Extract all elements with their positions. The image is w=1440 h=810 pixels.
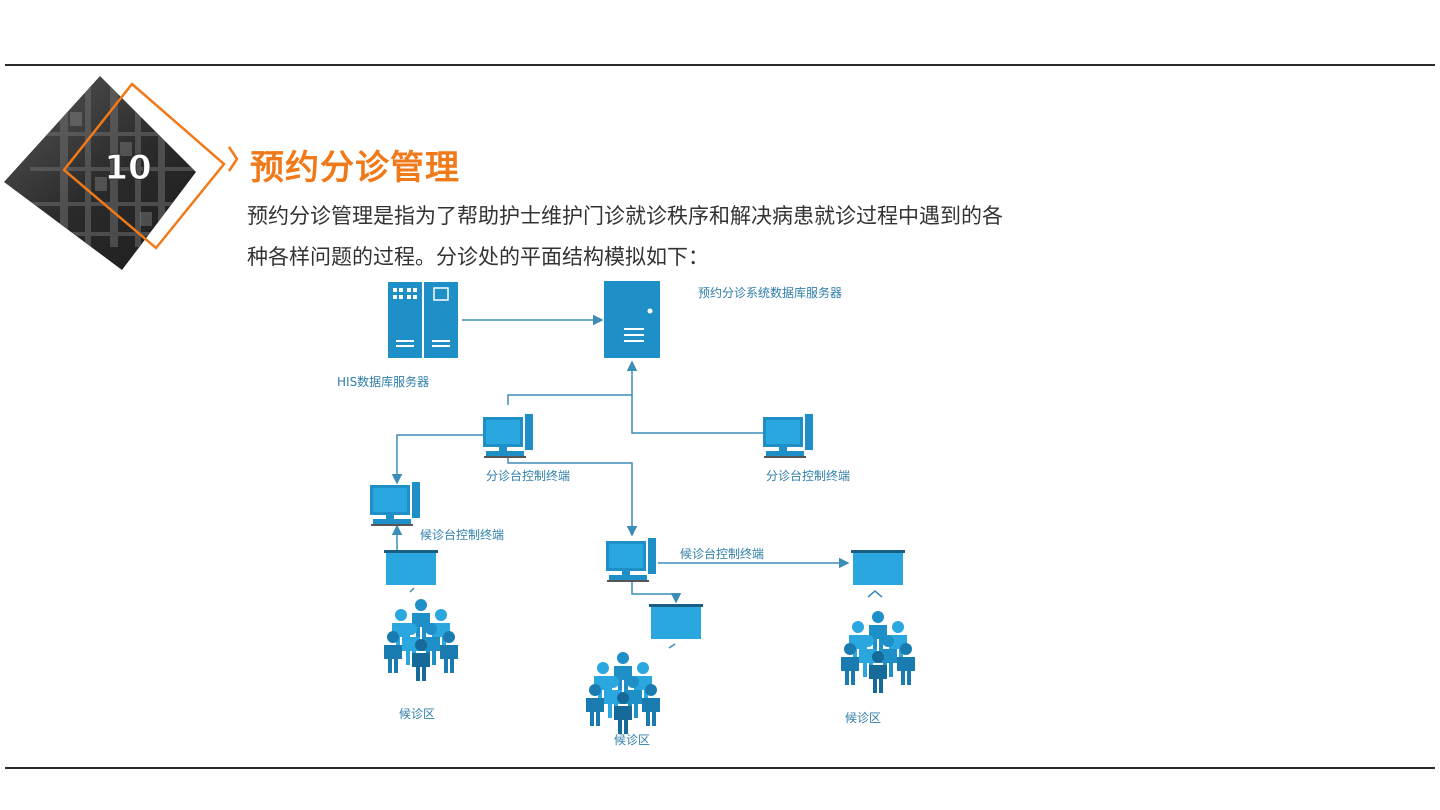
waiting-terminal-2-label: 候诊台控制终端 xyxy=(680,546,764,561)
connection-lines xyxy=(391,314,883,649)
appointment-db-server xyxy=(604,281,660,358)
waiting-terminal-2 xyxy=(606,538,656,582)
description-line-1: 预约分诊管理是指为了帮助护士维护门诊就诊秩序和解决病患就诊过程中遇到的各 xyxy=(247,204,1003,228)
waiting-terminal-1 xyxy=(370,482,420,526)
description-line-2: 种各样问题的过程。分诊处的平面结构模拟如下： xyxy=(247,245,709,269)
waiting-area-3-label: 候诊区 xyxy=(845,711,881,725)
section-number: 10 xyxy=(104,148,151,188)
top-divider xyxy=(5,64,1435,66)
backbone-line xyxy=(507,360,638,405)
his-db-server xyxy=(388,282,458,358)
triage-terminal-2-label: 分诊台控制终端 xyxy=(766,468,850,483)
page-title: 预约分诊管理 xyxy=(250,148,460,188)
screen3-tick xyxy=(867,590,883,598)
waiting2-to-screen2-line xyxy=(631,582,682,604)
triage-network-diagram: HIS数据库服务器 预约分诊系统数据库服务器 分诊台控制终端 分诊台控制终端 候… xyxy=(337,281,950,747)
waiting-crowd-2 xyxy=(586,652,660,734)
section-badge: 10 xyxy=(4,76,239,270)
waiting-area-1-label: 候诊区 xyxy=(399,707,435,721)
triage-terminal-1-label: 分诊台控制终端 xyxy=(486,468,570,483)
display-screen-3 xyxy=(851,550,905,585)
triage1-to-waiting2-line xyxy=(507,458,638,537)
triage-terminal-2 xyxy=(763,414,813,458)
waiting-terminal-1-label: 候诊台控制终端 xyxy=(420,527,504,542)
badge-orange-outline xyxy=(62,82,226,250)
triage-terminal-1 xyxy=(483,414,533,458)
display-screen-1 xyxy=(384,550,438,585)
screen2-tick xyxy=(668,643,676,649)
chevron-right-icon xyxy=(227,146,239,172)
right-terminal-line xyxy=(631,395,763,434)
screen1-tick xyxy=(409,587,415,593)
waiting-crowd-3 xyxy=(841,611,915,693)
appointment-db-server-label: 预约分诊系统数据库服务器 xyxy=(698,285,842,300)
bottom-divider xyxy=(5,767,1435,769)
display-screen-2 xyxy=(649,604,703,639)
waiting-area-2-label: 候诊区 xyxy=(614,733,650,747)
triage1-to-waiting1-line xyxy=(391,434,483,485)
waiting-crowd-1 xyxy=(384,599,458,681)
his-db-server-label: HIS数据库服务器 xyxy=(337,374,429,389)
